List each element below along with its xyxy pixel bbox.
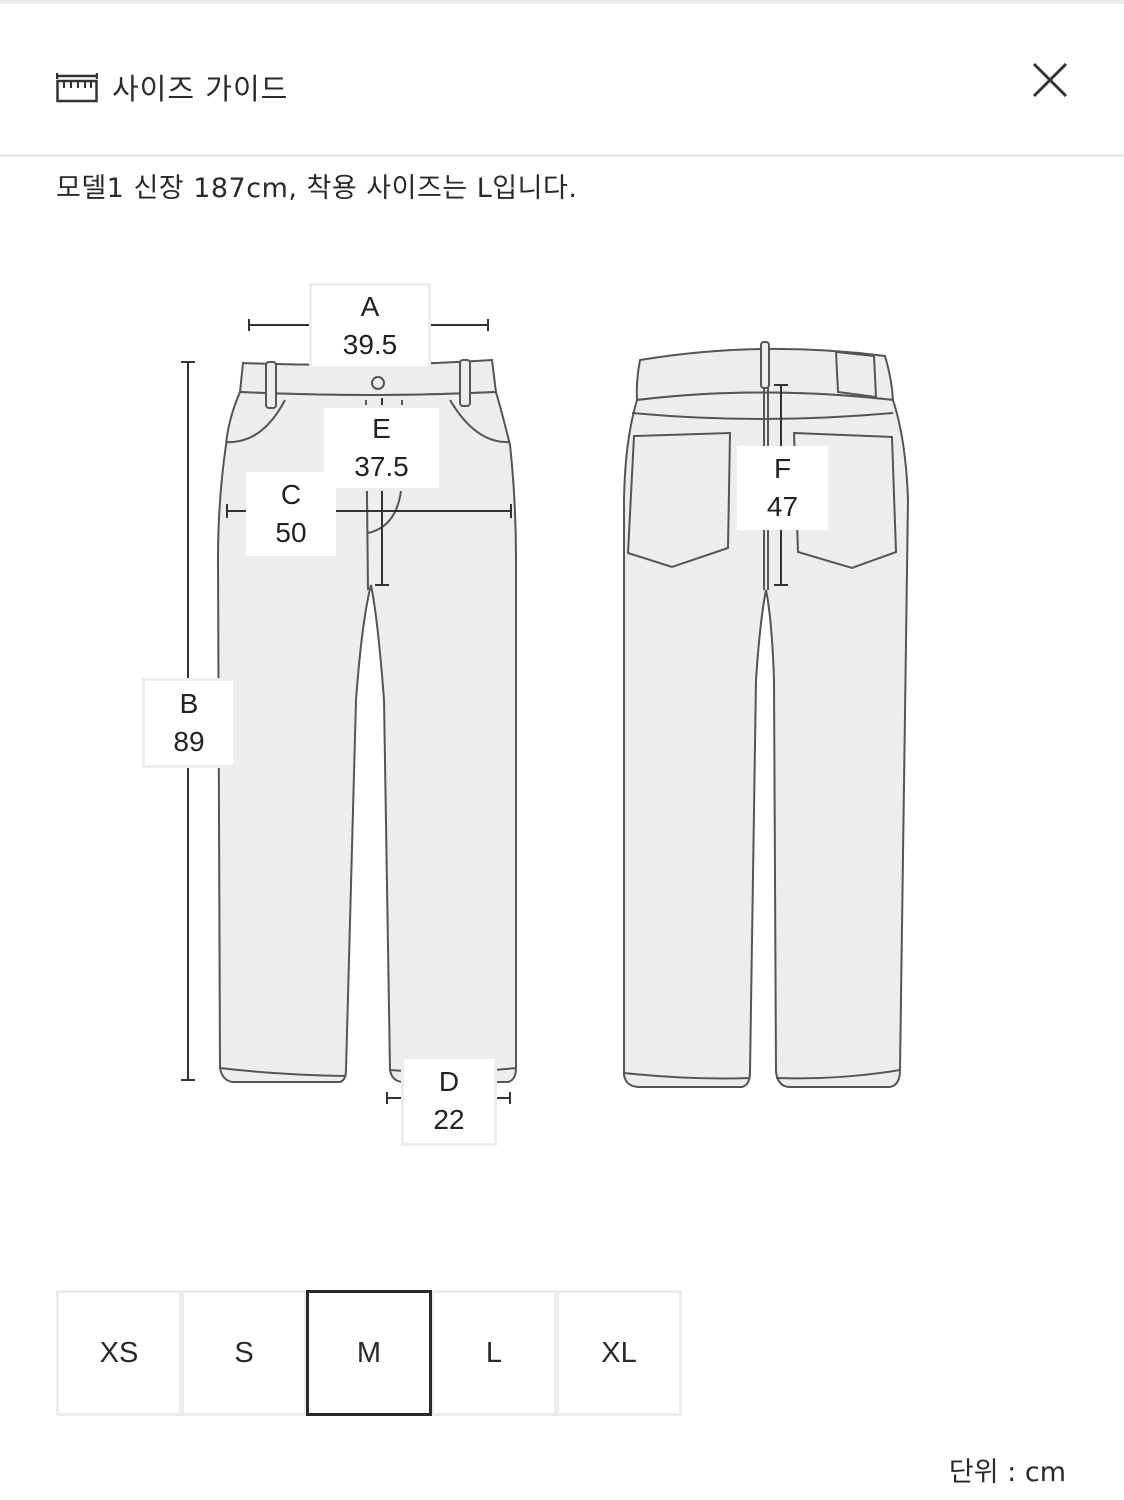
ruler-icon [56,73,98,103]
header-title-group: 사이즈 가이드 [56,66,288,108]
close-button[interactable] [1030,60,1070,100]
measurement-e-label: E 37.5 [321,405,442,491]
measurement-f-letter: F [773,453,792,484]
top-divider [0,0,1124,4]
measurement-c-value: 50 [275,517,307,548]
measurement-f-label: F 47 [737,446,828,530]
size-tab-xs[interactable]: XS [56,1290,182,1416]
size-tab-m[interactable]: M [306,1290,432,1416]
measurement-d-label: D 22 [401,1056,497,1146]
measurement-c-letter: C [280,479,302,510]
header-divider [0,154,1124,157]
measurement-b-letter: B [179,688,199,719]
size-tab-l[interactable]: L [431,1290,557,1416]
measurement-b-label: B 89 [142,678,236,768]
unit-label: 단위 : cm [948,1457,1066,1488]
measurement-a-value: 39.5 [342,329,398,360]
pants-front-illustration [216,358,517,1083]
close-icon [1032,62,1068,98]
pants-back-illustration [623,341,910,1088]
measurement-a-label: A 39.5 [309,283,431,369]
size-selector: XS S M L XL [56,1290,682,1416]
page-title: 사이즈 가이드 [112,72,289,106]
measurement-e-value: 37.5 [354,451,409,482]
size-tab-xl[interactable]: XL [556,1290,682,1416]
measurement-b-value: 89 [173,726,205,757]
measurement-c-label: C 50 [246,472,336,556]
modal-header: 사이즈 가이드 [0,4,1124,156]
measurement-d-value: 22 [433,1104,465,1135]
measurement-a-letter: A [360,291,380,322]
measurement-f-value: 47 [766,491,799,522]
size-tab-s[interactable]: S [181,1290,307,1416]
size-diagram: A 39.5 E 37.5 C 50 B 89 D 22 F 47 [0,250,1124,1170]
pants-illustration [181,319,910,1104]
measurement-d-letter: D [438,1066,460,1097]
model-info-text: 모델1 신장 187cm, 착용 사이즈는 L입니다. [56,173,578,204]
measurement-e-letter: E [372,413,391,444]
